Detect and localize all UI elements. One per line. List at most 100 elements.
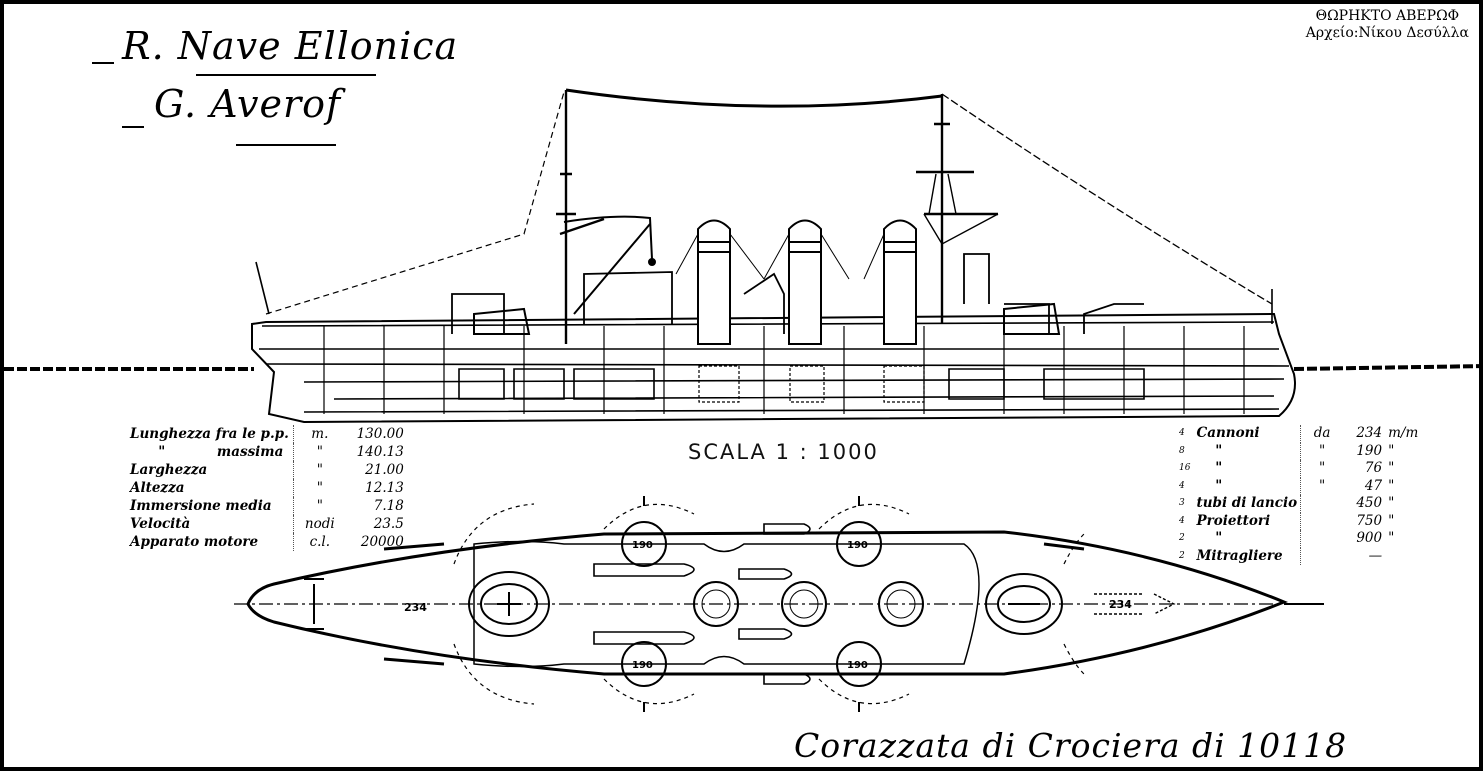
spec-value: 20000 bbox=[360, 534, 404, 550]
armament-unit: " bbox=[1388, 442, 1395, 459]
wing-turret-4 bbox=[836, 641, 882, 687]
title-dash-2 bbox=[122, 126, 144, 128]
stern-flagstaff bbox=[255, 261, 270, 315]
boat-crane bbox=[563, 215, 653, 315]
spec-unit: " bbox=[292, 461, 346, 479]
spec-label: Immersione media bbox=[130, 498, 272, 514]
armament-mid bbox=[1300, 530, 1344, 548]
turret-aft-caliber: 234 bbox=[404, 601, 427, 614]
archive-caption-line1: ΘΩΡΗΚΤΟ ΑΒΕΡΩΦ bbox=[1315, 8, 1460, 24]
spec-unit: " bbox=[292, 479, 346, 497]
plan-hull-outline bbox=[246, 530, 1289, 676]
spec-row: Altezza " 12.13 bbox=[126, 479, 408, 497]
plan-markings: 234 234 190 190 190 190 bbox=[404, 540, 1132, 671]
turret-fore-side bbox=[1003, 302, 1061, 335]
armament-label: " bbox=[1196, 477, 1223, 494]
armament-unit: " bbox=[1388, 477, 1395, 494]
archive-caption: ΘΩΡΗΚΤΟ ΑΒΕΡΩΦ Αρχείο:Νίκου Δεσύλλα bbox=[1306, 8, 1469, 42]
armament-unit: " bbox=[1388, 530, 1395, 546]
armament-row: 2 "900" bbox=[1176, 530, 1431, 548]
specifications-table: Lunghezza fra le p.p.m.130.00 " massima"… bbox=[126, 425, 408, 551]
side-elevation bbox=[4, 88, 1479, 424]
armament-caliber: 750 bbox=[1356, 512, 1383, 529]
armament-caliber: 234 bbox=[1356, 425, 1383, 441]
spec-label: Altezza bbox=[130, 480, 185, 496]
deck-plan bbox=[234, 496, 1324, 712]
rigging-mastheads bbox=[565, 88, 943, 108]
title-underline-2 bbox=[236, 144, 336, 146]
armament-caliber: 76 bbox=[1364, 460, 1383, 476]
armament-qty: 3 bbox=[1179, 498, 1185, 508]
armament-mid: " bbox=[1300, 460, 1344, 478]
armament-row: 8 ""190" bbox=[1176, 442, 1431, 460]
armament-unit: " bbox=[1388, 512, 1395, 529]
armament-label: tubi di lancio bbox=[1196, 495, 1298, 511]
armament-unit: " bbox=[1388, 460, 1395, 476]
armament-qty: 2 bbox=[1179, 550, 1185, 561]
spec-row: Apparato motore c.l. 20000 bbox=[126, 533, 408, 551]
armament-mid: " bbox=[1300, 477, 1344, 495]
spec-unit: c.l. bbox=[292, 533, 346, 551]
armament-label: " bbox=[1196, 442, 1223, 459]
armament-caliber: 900 bbox=[1356, 530, 1383, 546]
armament-row: 4 Proiettori 750 " bbox=[1176, 512, 1431, 530]
funnel-plan-1 bbox=[693, 581, 739, 627]
spec-row: " massima"140.13 bbox=[126, 443, 408, 461]
title-dash-1 bbox=[92, 62, 114, 64]
turret-aft-plan bbox=[468, 571, 550, 637]
scale-label: SCALA 1 : 1000 bbox=[688, 440, 879, 464]
spec-value: 12.13 bbox=[365, 480, 404, 496]
armament-mid bbox=[1300, 547, 1344, 565]
footer-caption: Corazzata di Crociera di 10118 Tonn.te bbox=[794, 726, 1348, 767]
spec-value: 21.00 bbox=[365, 462, 404, 478]
spec-unit: nodi bbox=[292, 515, 346, 533]
funnel-1 bbox=[697, 219, 731, 345]
armament-qty: 4 bbox=[1179, 480, 1185, 491]
turret-fore-plan bbox=[985, 573, 1063, 635]
funnel-3 bbox=[883, 219, 917, 345]
title-line2: G. Averof bbox=[154, 82, 342, 126]
armament-label: " bbox=[1196, 530, 1223, 546]
armament-qty: 4 bbox=[1179, 515, 1185, 526]
funnel-plan-2 bbox=[781, 581, 827, 627]
spec-label: Apparato motore bbox=[130, 534, 259, 550]
spec-value: 7.18 bbox=[373, 498, 404, 514]
spec-unit: " bbox=[292, 443, 346, 461]
ship-line-drawing bbox=[4, 88, 1479, 712]
armament-qty: 4 bbox=[1179, 428, 1185, 438]
title-line1: R. Nave Ellonica bbox=[122, 24, 459, 68]
spec-row: Lunghezza fra le p.p.m.130.00 bbox=[126, 425, 408, 443]
spec-unit: " bbox=[292, 497, 346, 515]
armament-mid: " bbox=[1300, 442, 1344, 460]
turret-fore-caliber: 234 bbox=[1109, 598, 1132, 611]
armament-mid bbox=[1300, 512, 1344, 530]
wing-turret-caliber: 190 bbox=[632, 660, 653, 671]
armament-row: 4 " " 47 " bbox=[1176, 477, 1431, 495]
armament-label: Cannoni bbox=[1196, 425, 1260, 441]
wing-turret-2 bbox=[836, 521, 882, 567]
spec-label: Larghezza bbox=[130, 462, 208, 478]
wing-turret-1 bbox=[621, 521, 667, 567]
armament-qty: 16 bbox=[1179, 463, 1191, 473]
armament-label: " bbox=[1196, 460, 1223, 476]
funnel-plan-3 bbox=[878, 581, 924, 627]
armament-qty: 8 bbox=[1179, 445, 1185, 456]
armament-unit: " bbox=[1388, 495, 1395, 511]
spec-value: 23.5 bbox=[373, 516, 404, 532]
turret-aft-side bbox=[473, 307, 531, 335]
rigging-stern bbox=[265, 91, 565, 315]
funnel-2 bbox=[788, 219, 822, 345]
armament-caliber: 47 bbox=[1364, 477, 1383, 494]
wing-turret-caliber: 190 bbox=[632, 540, 653, 551]
armament-mid: da bbox=[1300, 425, 1344, 443]
armament-label: Mitragliere bbox=[1196, 547, 1283, 564]
spec-value: 130.00 bbox=[356, 426, 404, 442]
armament-label: Proiettori bbox=[1196, 512, 1271, 529]
fore-mast bbox=[916, 94, 998, 324]
archive-caption-line2: Αρχείο:Νίκου Δεσύλλα bbox=[1305, 25, 1469, 41]
armament-mid bbox=[1300, 495, 1344, 513]
